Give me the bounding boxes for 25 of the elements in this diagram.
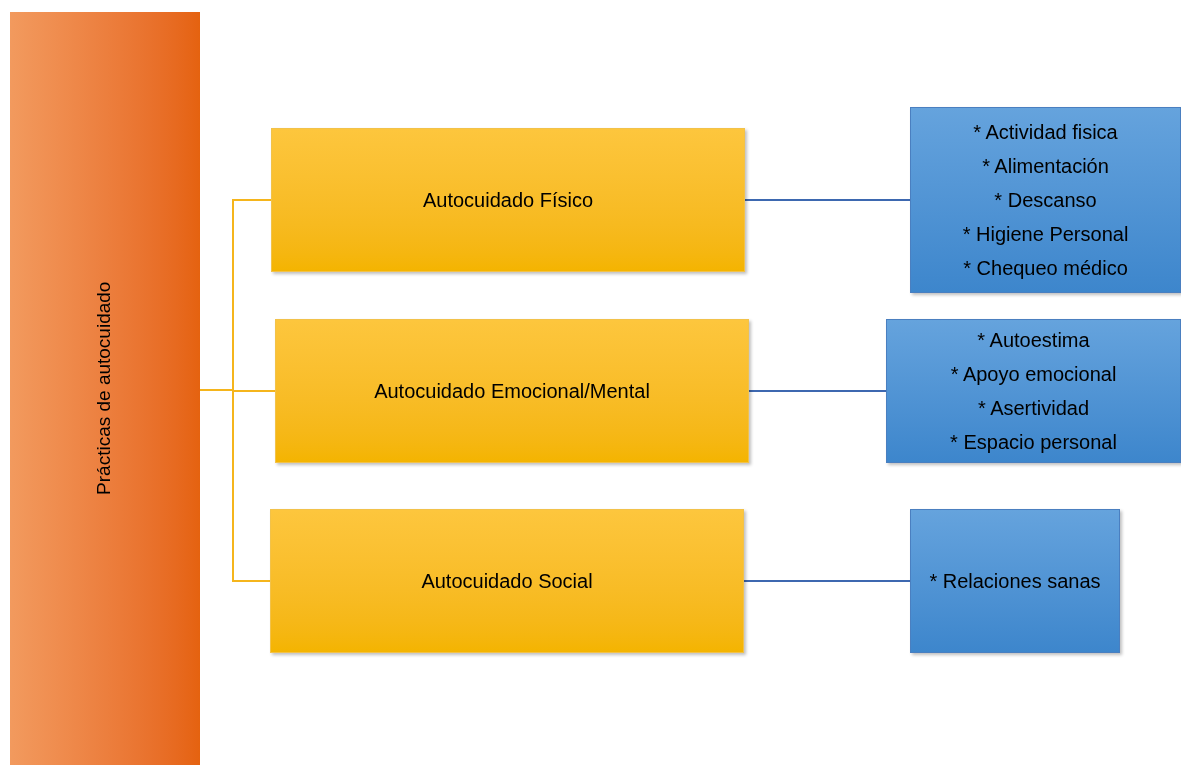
- connector-line: [744, 199, 911, 201]
- list-item: * Alimentación: [982, 154, 1109, 179]
- category-label: Autocuidado Social: [421, 569, 593, 594]
- list-item: * Higiene Personal: [962, 222, 1129, 247]
- category-box: [270, 509, 744, 653]
- category-label: Autocuidado Físico: [422, 188, 594, 213]
- list-item: * Asertividad: [977, 396, 1090, 421]
- list-item: * Relaciones sanas: [929, 569, 1101, 594]
- category-label: Autocuidado Emocional/Mental: [374, 379, 650, 404]
- connector-line: [199, 389, 271, 582]
- connector-line: [743, 580, 911, 582]
- category-box: [271, 128, 745, 272]
- vertical-title: Prácticas de autocuidado: [92, 281, 116, 496]
- list-item: * Espacio personal: [950, 430, 1117, 455]
- list-item: * Actividad fisica: [973, 120, 1118, 145]
- list-item: * Chequeo médico: [963, 256, 1128, 281]
- category-box: [275, 319, 749, 463]
- item-list-box: [886, 319, 1181, 463]
- category-bar: [10, 12, 200, 765]
- item-list-box: [910, 509, 1120, 653]
- list-item: * Descanso: [994, 188, 1097, 213]
- list-item: * Apoyo emocional: [950, 362, 1117, 387]
- list-item: * Autoestima: [977, 328, 1090, 353]
- item-list-box: [910, 107, 1181, 293]
- connector-line: [748, 390, 887, 392]
